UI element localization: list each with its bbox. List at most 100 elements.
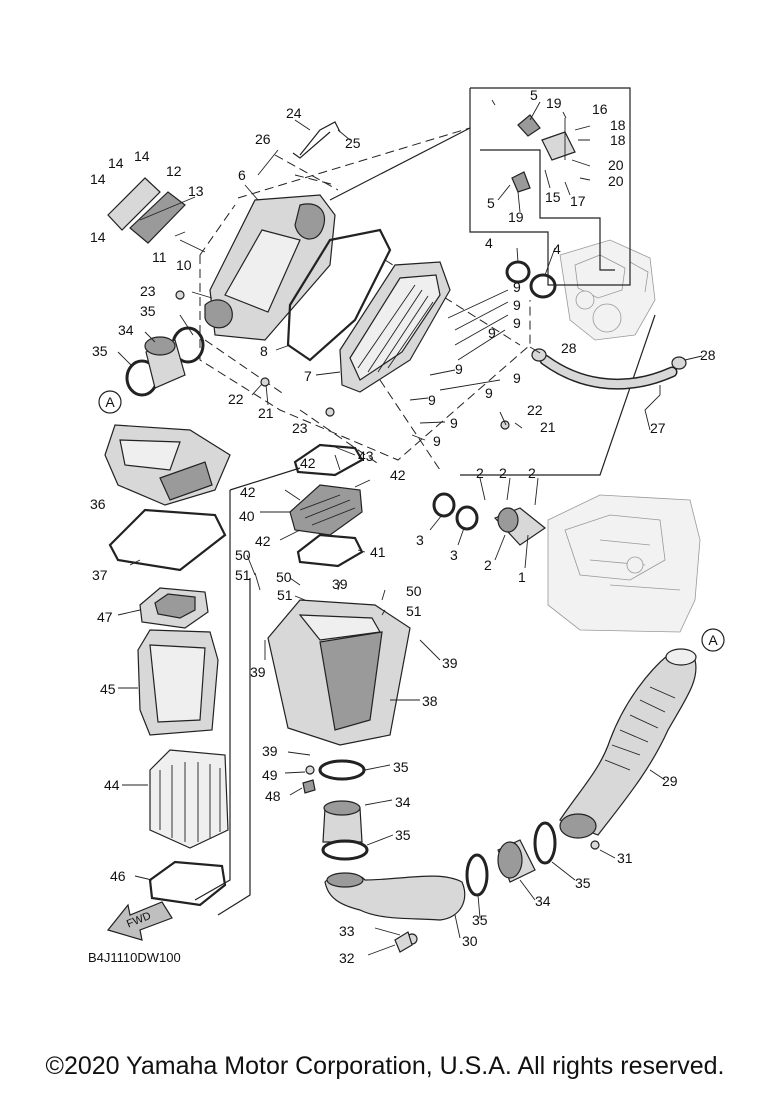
callout-22a: 22: [228, 391, 244, 407]
clamp-3a: [432, 492, 456, 518]
gasket-41: [296, 533, 364, 568]
exploded-parts-diagram: A A: [88, 87, 725, 966]
cage-gasket: [148, 860, 227, 907]
rubber-joint-mid: [322, 800, 363, 843]
callout-9e: 9: [455, 361, 463, 377]
ref-marker-a-right-label: A: [708, 632, 718, 648]
callout-45: 45: [100, 681, 116, 697]
callout-17: 17: [570, 193, 586, 209]
callout-46: 46: [110, 868, 126, 884]
filter-element: [137, 629, 219, 736]
callout-16: 16: [592, 101, 608, 117]
clamp-35-low: [321, 839, 369, 861]
callout-3a: 3: [416, 532, 424, 548]
engine-sketch-upper: [559, 239, 656, 341]
clamp-4b: [529, 273, 557, 299]
callout-40: 40: [239, 508, 255, 524]
callout-2d: 2: [484, 557, 492, 573]
callout-51c: 51: [406, 603, 422, 619]
sensor-bracket-group: [511, 114, 576, 193]
callout-32: 32: [339, 950, 355, 966]
callout-23b: 23: [292, 420, 308, 436]
callout-30: 30: [462, 933, 478, 949]
callout-19b: 19: [508, 209, 524, 225]
callout-27: 27: [650, 420, 666, 436]
callout-34b: 34: [395, 794, 411, 810]
copyright-notice: ©2020 Yamaha Motor Corporation, U.S.A. A…: [45, 1052, 725, 1080]
callout-35d: 35: [395, 827, 411, 843]
callout-51a: 51: [235, 567, 251, 583]
intake-duct-cover: [104, 424, 231, 506]
callout-28a: 28: [561, 340, 577, 356]
callout-36: 36: [90, 496, 106, 512]
airbox-lower: [339, 261, 451, 393]
callout-38: 38: [422, 693, 438, 709]
callout-37: 37: [92, 567, 108, 583]
callout-42d: 42: [255, 533, 271, 549]
callout-31: 31: [617, 850, 633, 866]
throttle-joint-1: [493, 507, 547, 546]
callout-4b: 4: [553, 241, 561, 257]
callout-42a: 42: [300, 455, 316, 471]
mesh-screen-40: [289, 484, 363, 536]
callout-35b: 35: [92, 343, 108, 359]
callout-41: 41: [370, 544, 386, 560]
callout-34c: 34: [535, 893, 551, 909]
ref-marker-a-left-label: A: [105, 394, 115, 410]
callout-21b: 21: [540, 419, 556, 435]
clamp-3b: [455, 505, 479, 531]
callout-42b: 42: [390, 467, 406, 483]
callout-39d: 39: [262, 743, 278, 759]
callout-2b: 2: [499, 465, 507, 481]
callout-22b: 22: [527, 402, 543, 418]
callout-26: 26: [255, 131, 271, 147]
callout-8: 8: [260, 343, 268, 359]
callout-43: 43: [358, 448, 374, 464]
stay-arm: [292, 131, 331, 159]
callout-18a: 18: [610, 117, 626, 133]
rubber-joint-right: [497, 839, 536, 883]
callout-50b: 50: [276, 569, 292, 585]
callout-34a: 34: [118, 322, 134, 338]
callout-3b: 3: [450, 547, 458, 563]
callout-9h: 9: [428, 392, 436, 408]
callout-44: 44: [104, 777, 120, 793]
callout-35c: 35: [393, 759, 409, 775]
hose-clip-right: [671, 356, 687, 370]
callout-23a: 23: [140, 283, 156, 299]
callout-5b: 5: [487, 195, 495, 211]
element-frame: [139, 587, 209, 629]
callout-48: 48: [265, 788, 281, 804]
airbox-gasket: [286, 228, 392, 362]
callout-50a: 50: [235, 547, 251, 563]
callout-21a: 21: [258, 405, 274, 421]
leader-lines: [117, 99, 703, 956]
callout-35e: 35: [575, 875, 591, 891]
callout-42c: 42: [240, 484, 256, 500]
callout-9b: 9: [513, 297, 521, 313]
cover-gasket: [108, 508, 227, 572]
callout-39c: 39: [442, 655, 458, 671]
callout-47: 47: [97, 609, 113, 625]
callout-14b: 14: [134, 148, 150, 164]
clamp-35-mid: [318, 759, 366, 781]
rubber-joint-upper: [144, 336, 186, 389]
callout-9j: 9: [433, 433, 441, 449]
callout-2c: 2: [528, 465, 536, 481]
callout-35f: 35: [472, 912, 488, 928]
callout-33: 33: [339, 923, 355, 939]
callout-5a: 5: [530, 87, 538, 103]
callout-14a: 14: [108, 155, 124, 171]
callout-9g: 9: [485, 385, 493, 401]
assembly-solid-lines: [194, 87, 656, 916]
stay-rod: [299, 121, 341, 156]
callout-11: 11: [152, 249, 167, 265]
callout-13: 13: [188, 183, 204, 199]
ref-marker-a-right: [701, 628, 725, 652]
callout-6: 6: [238, 167, 246, 183]
drawing-code: B4J1110DW100: [88, 950, 181, 965]
intake-duct-29: [559, 648, 697, 839]
callout-15: 15: [545, 189, 561, 205]
breather-hose: [541, 356, 676, 388]
callout-39a: 39: [332, 576, 348, 592]
